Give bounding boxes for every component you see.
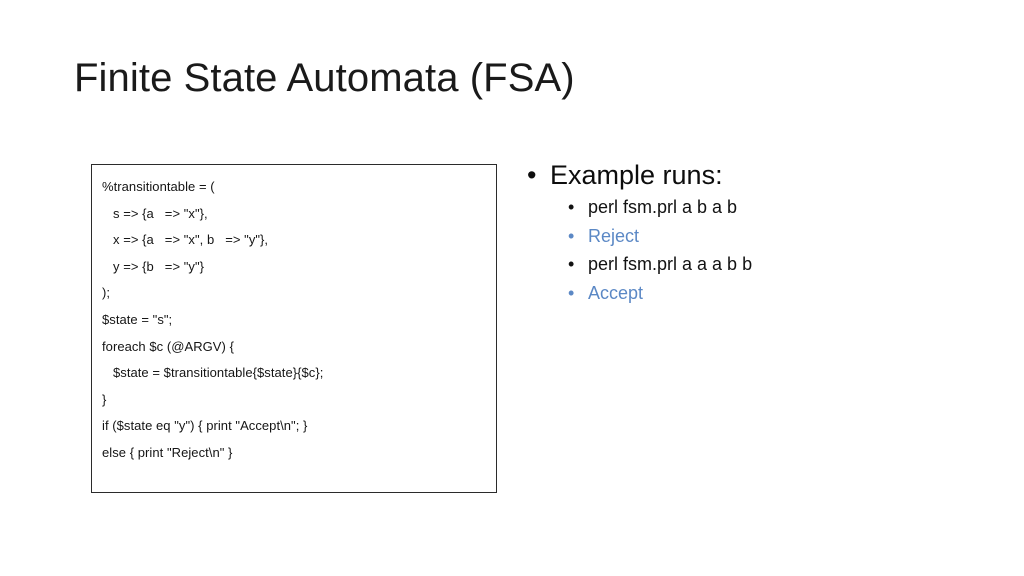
list-item-label: Accept [588, 283, 644, 304]
list-item: • perl fsm.prl a a a b b [566, 250, 985, 279]
code-line: $state = $transitiontable{$state}{$c}; [102, 365, 324, 381]
list-item-label: perl fsm.prl a b a b [588, 197, 738, 217]
code-line: else { print "Reject\n" } [102, 444, 233, 460]
code-line: if ($state eq "y") { print "Accept\n"; } [102, 418, 308, 434]
bullet-heading: • Example runs: [525, 157, 985, 193]
bullet-marker-icon: • [568, 225, 575, 246]
list-item-label: perl fsm.prl a a a b b [588, 254, 753, 275]
code-line: s => {a => "x"}, [102, 205, 208, 221]
example-runs-list: • Example runs: • perl fsm.prl a b a b •… [525, 157, 985, 308]
page-title: Finite State Automata (FSA) [74, 56, 575, 100]
list-item: • perl fsm.prl a b a b [566, 193, 985, 222]
bullet-marker-icon: • [568, 254, 575, 275]
code-line: %transitiontable = ( [102, 179, 215, 194]
code-listing-box: %transitiontable = ( s => {a => "x"}, x … [91, 164, 497, 493]
code-line: y => {b => "y"} [102, 258, 205, 274]
bullet-marker-icon: • [568, 197, 575, 217]
list-item-label: Reject [588, 225, 640, 246]
list-item: • Reject [566, 222, 985, 251]
code-line: ); [102, 285, 111, 301]
bullet-marker-icon: • [568, 283, 575, 304]
bullet-heading-label: Example runs: [550, 160, 723, 190]
list-item: • Accept [566, 279, 985, 308]
code-line: } [102, 391, 107, 407]
code-line: x => {a => "x", b => "y"}, [102, 232, 269, 248]
code-line: $state = "s"; [102, 311, 173, 327]
code-line: foreach $c (@ARGV) { [102, 338, 234, 354]
bullet-marker-icon: • [527, 160, 537, 190]
